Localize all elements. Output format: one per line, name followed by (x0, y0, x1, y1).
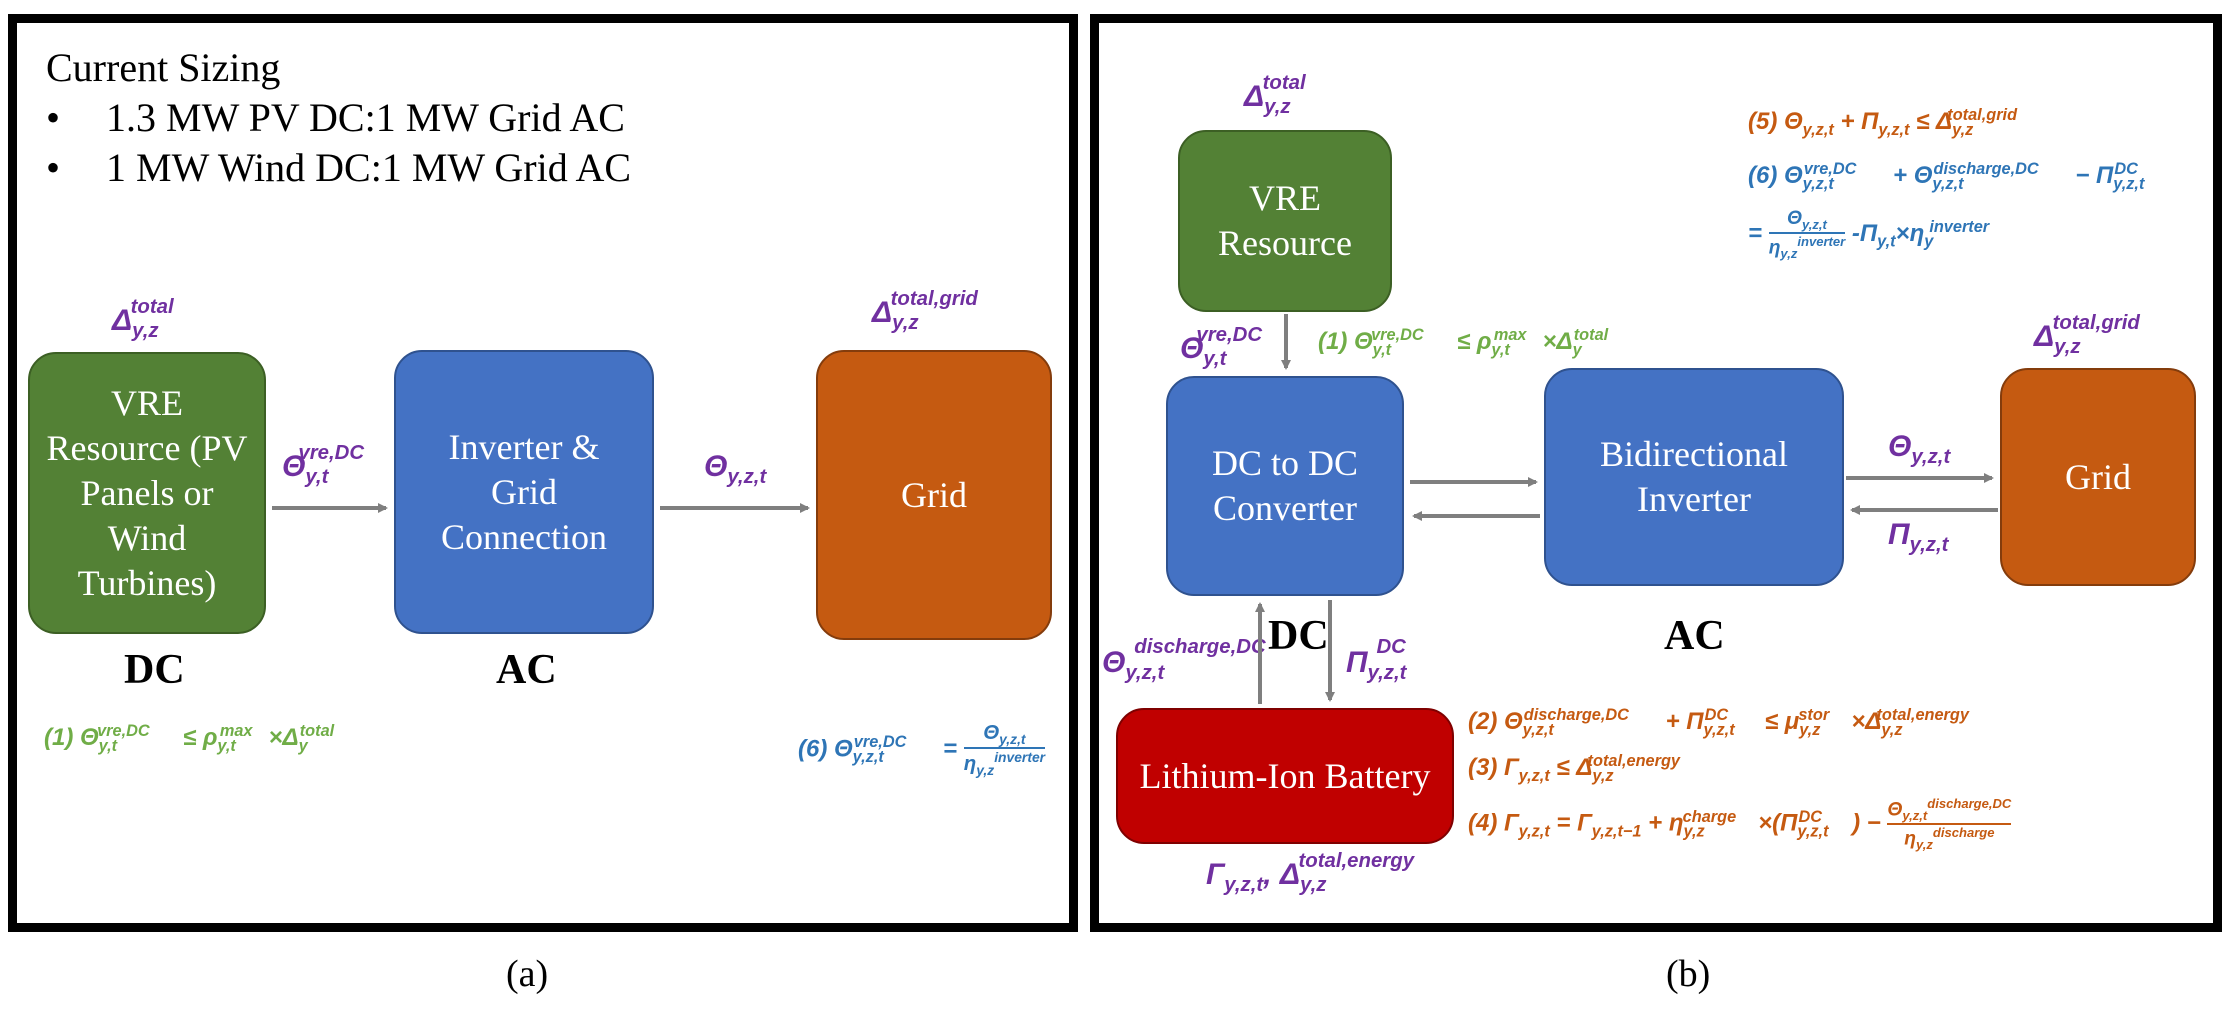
panel-b-vre-box: VRE Resource (1178, 130, 1392, 312)
panel-b-battery-box: Lithium-Ion Battery (1116, 708, 1454, 844)
panel-b-dcdc-box: DC to DC Converter (1166, 376, 1404, 596)
panel-b-grid-box: Grid (2000, 368, 2196, 586)
panel-a-bullet-1: • 1.3 MW PV DC:1 MW Grid AC (46, 94, 625, 141)
panel-b-theta-yzt: Θy,z,t (1888, 430, 1951, 468)
bullet-dot: • (46, 95, 61, 140)
panel-a-ac-label: AC (496, 647, 557, 693)
bullet-text: 1 MW Wind DC:1 MW Grid AC (106, 145, 632, 190)
panel-b-eq-2: (2) Θy,z,tdischarge,DC + Πy,z,tDC ≤ μy,z… (1468, 706, 1969, 739)
panel-b-dc-label: DC (1268, 613, 1329, 659)
panel-b-ac-label: AC (1664, 613, 1725, 659)
panel-a-caption: (a) (506, 953, 549, 995)
panel-b-eq-1: (1) Θy,tvre,DC ≤ ρy,tmax×Δytotal (1318, 326, 1609, 359)
panel-b-delta-total: Δy,ztotal (1244, 72, 1306, 118)
panel-b-pi-yzt: Πy,z,t (1888, 518, 1949, 556)
panel-a-bullet-2: • 1 MW Wind DC:1 MW Grid AC (46, 144, 631, 191)
panel-b-eq-4: (4) Γy,z,t = Γy,z,t−1 + ηy,zcharge×(Πy,z… (1468, 796, 2012, 853)
panel-a-delta-grid: Δy,ztotal,grid (872, 288, 978, 334)
bullet-text: 1.3 MW PV DC:1 MW Grid AC (106, 95, 625, 140)
panel-a-dc-label: DC (124, 647, 185, 693)
panel-b-inverter-box: Bidirectional Inverter (1544, 368, 1844, 586)
panel-a-inverter-box: Inverter & Grid Connection (394, 350, 654, 634)
panel-a-vre-box: VRE Resource (PV Panels or Wind Turbines… (28, 352, 266, 634)
bullet-dot: • (46, 145, 61, 190)
panel-b-theta-vre: Θy,tvre,DC (1180, 324, 1263, 370)
panel-a-grid-box: Grid (816, 350, 1052, 640)
panel-a-theta-yzt: Θy,z,t (704, 450, 767, 488)
panel-a-eq-1: (1) Θy,tvre,DC ≤ ρy,tmax×Δytotal (44, 722, 335, 755)
panel-b-pi-dc: Πy,z,tDC (1346, 636, 1407, 684)
panel-b-gamma-delta-energy: Γy,z,t, Δy,ztotal,energy (1206, 850, 1415, 896)
panel-b-theta-discharge: Θy,z,tdischarge,DC (1102, 636, 1266, 684)
panel-b-caption: (b) (1666, 953, 1711, 995)
panel-b-eq-6: (6) Θy,z,tvre,DC + Θy,z,tdischarge,DC − … (1748, 160, 2145, 193)
panel-a-theta-vre: Θy,tvre,DC (282, 442, 365, 488)
panel-b-eq-5: (5) Θy,z,t + Πy,z,t ≤ Δy,ztotal,grid (1748, 106, 2018, 139)
panel-b-eq-3: (3) Γy,z,t ≤ Δy,ztotal,energy (1468, 752, 1681, 785)
panel-b-delta-grid: Δy,ztotal,grid (2034, 312, 2140, 358)
panel-a-heading: Current Sizing (46, 45, 281, 90)
panel-a-delta-total: Δy,ztotal (112, 296, 174, 342)
